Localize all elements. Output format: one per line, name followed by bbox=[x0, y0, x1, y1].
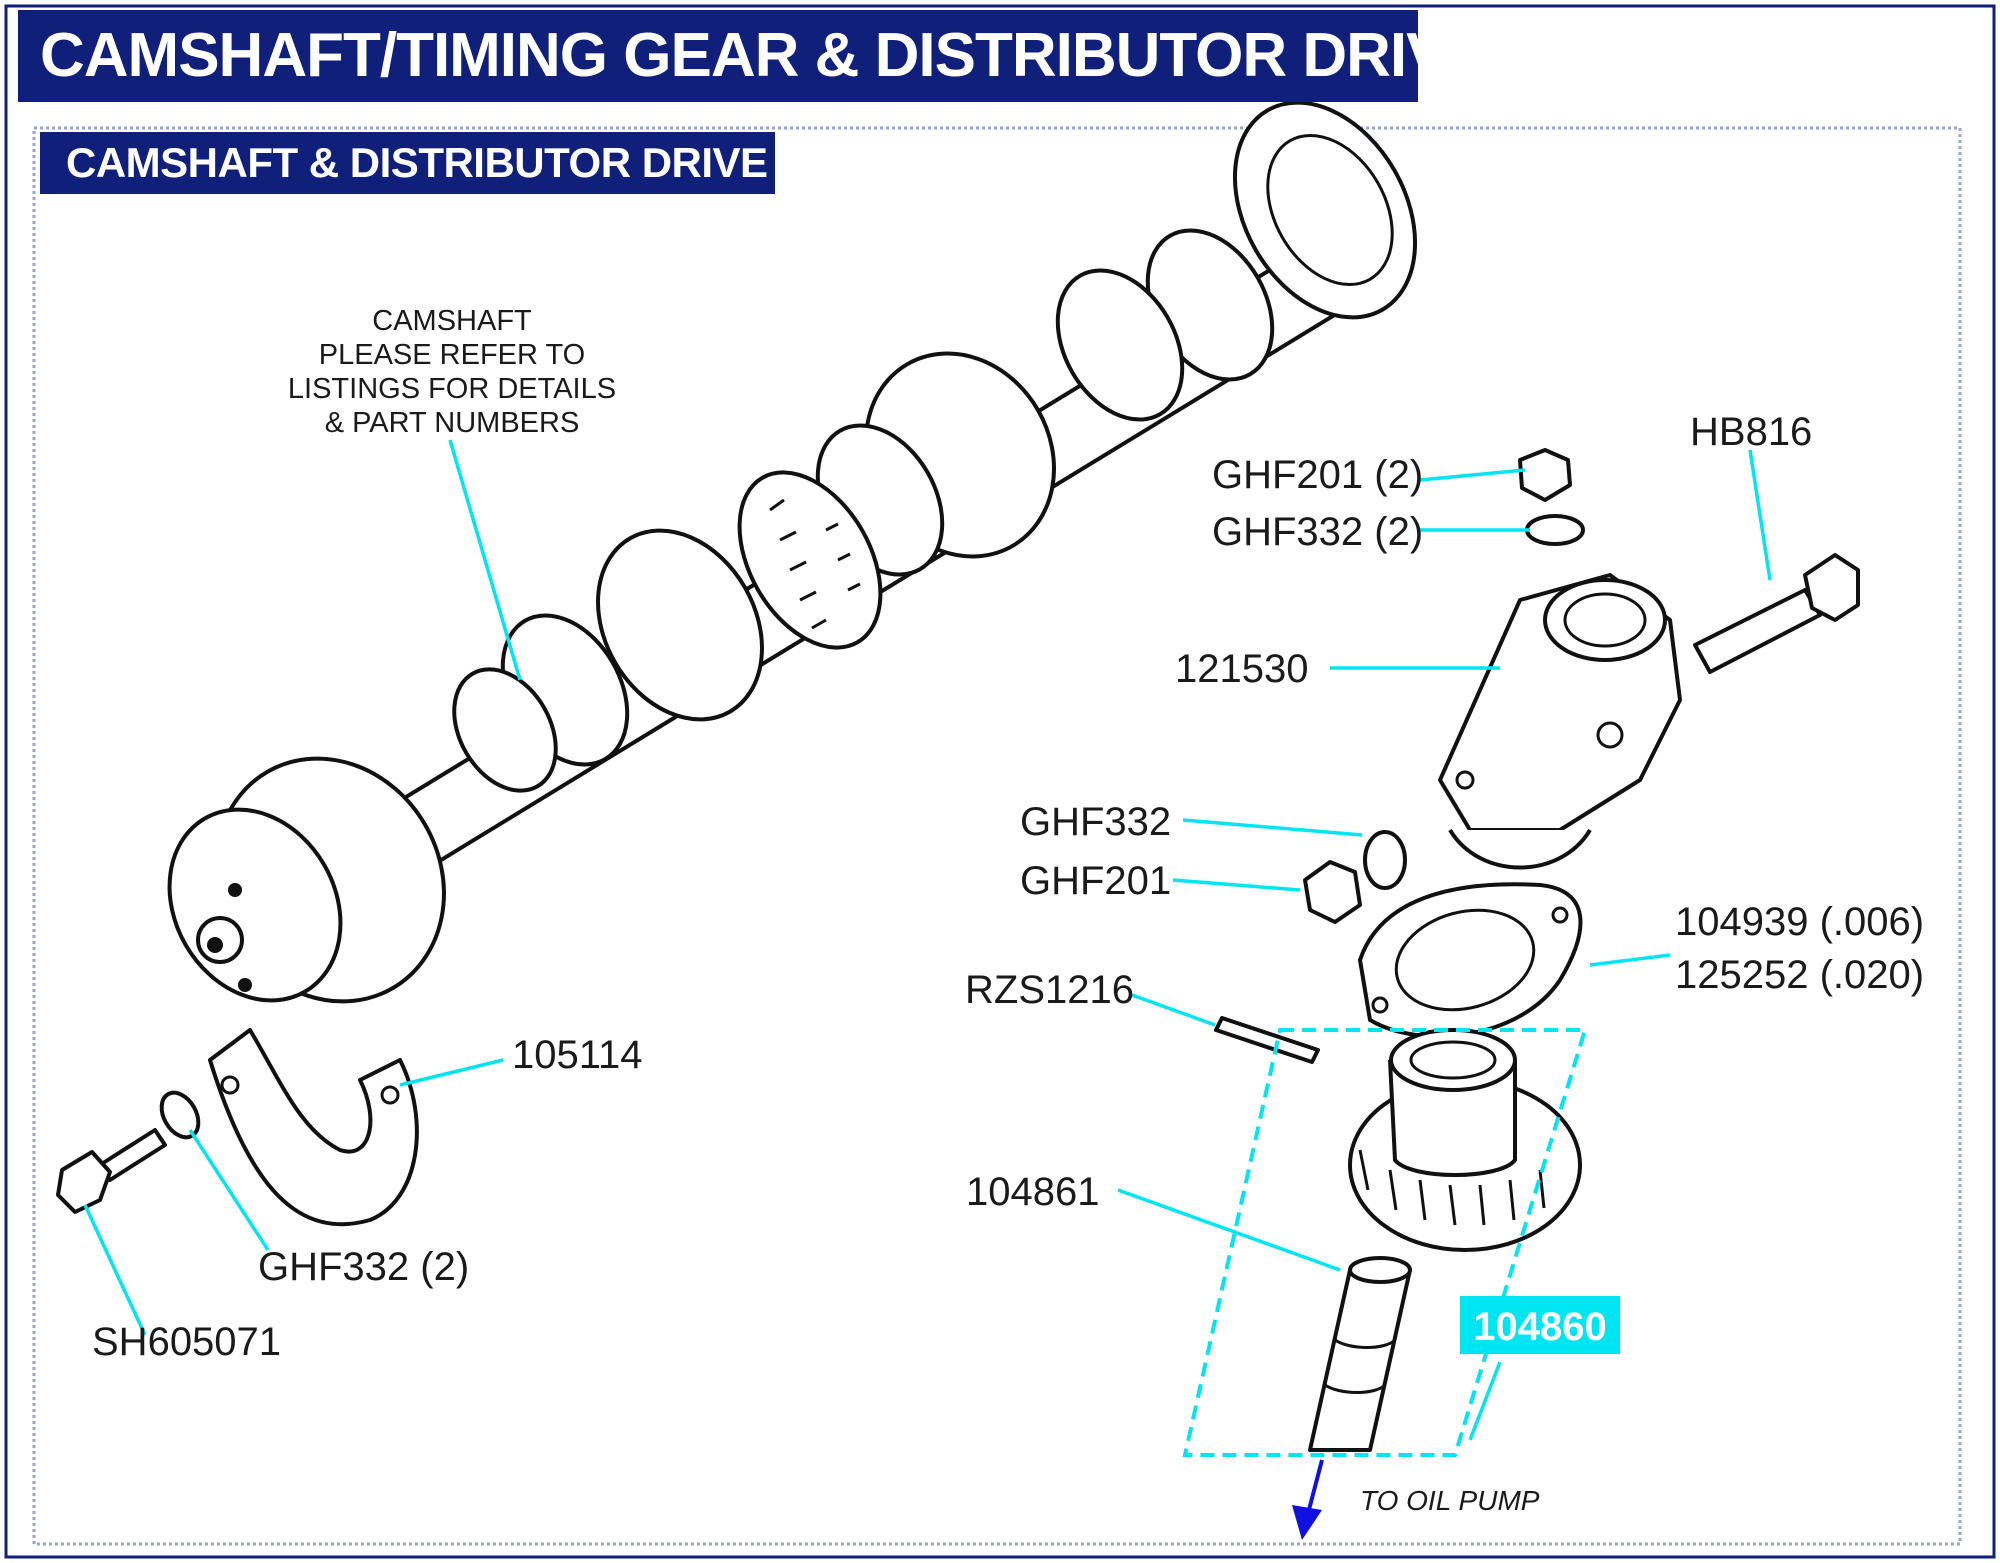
washer-mid-drawing bbox=[1363, 830, 1407, 890]
pin-drawing bbox=[1214, 1016, 1320, 1064]
distributor-housing-drawing bbox=[1438, 573, 1682, 870]
oil-pump-arrow-icon bbox=[1292, 1505, 1322, 1540]
gasket-drawing bbox=[1358, 882, 1583, 1039]
assembly-104860-badge bbox=[1460, 1296, 1620, 1354]
camshaft-note-line3: LISTINGS FOR DETAILS bbox=[288, 373, 616, 405]
label-104860: 104860 bbox=[1473, 1305, 1606, 1349]
bolt-hb816-drawing bbox=[1693, 553, 1860, 674]
camshaft-drawing bbox=[167, 100, 1418, 1004]
label-rzs1216: RZS1216 bbox=[965, 968, 1134, 1012]
label-104861: 104861 bbox=[966, 1170, 1099, 1214]
camshaft-note-line4: & PART NUMBERS bbox=[325, 407, 580, 439]
drive-shaft-drawing bbox=[1308, 1256, 1412, 1452]
label-to-oil-pump: TO OIL PUMP bbox=[1360, 1485, 1540, 1516]
washer-top-drawing bbox=[1525, 514, 1585, 546]
label-ghf332-top: GHF332 (2) bbox=[1212, 510, 1423, 554]
label-105114: 105114 bbox=[512, 1033, 643, 1077]
outer-border bbox=[4, 4, 1996, 1559]
thrust-plate-drawing bbox=[208, 1028, 419, 1227]
leader-lines bbox=[83, 439, 1772, 1441]
label-sh605071: SH605071 bbox=[92, 1320, 281, 1364]
label-125252: 125252 (.020) bbox=[1675, 953, 1924, 997]
nut-mid-drawing bbox=[1303, 860, 1362, 924]
nut-top-drawing bbox=[1518, 448, 1572, 502]
label-ghf332-mid: GHF332 bbox=[1020, 800, 1171, 844]
washer-left-drawing bbox=[159, 1090, 201, 1140]
label-ghf332-left: GHF332 (2) bbox=[258, 1245, 469, 1289]
label-hb816: HB816 bbox=[1690, 410, 1812, 454]
bolt-left-drawing bbox=[56, 1128, 167, 1214]
assembly-104860-outline bbox=[1182, 1028, 1588, 1457]
section-title: CAMSHAFT & DISTRIBUTOR DRIVE bbox=[40, 132, 775, 194]
label-ghf201-top: GHF201 (2) bbox=[1212, 453, 1423, 497]
drive-gear-drawing bbox=[1348, 1028, 1582, 1252]
camshaft-note-line1: CAMSHAFT bbox=[372, 305, 532, 337]
label-121530: 121530 bbox=[1175, 647, 1308, 691]
label-ghf201-mid: GHF201 bbox=[1020, 859, 1171, 903]
page-title: CAMSHAFT/TIMING GEAR & DISTRIBUTOR DRIVE bbox=[18, 10, 1418, 102]
label-104939: 104939 (.006) bbox=[1675, 900, 1924, 944]
camshaft-note-line2: PLEASE REFER TO bbox=[319, 339, 585, 371]
inner-border bbox=[32, 126, 1962, 1546]
